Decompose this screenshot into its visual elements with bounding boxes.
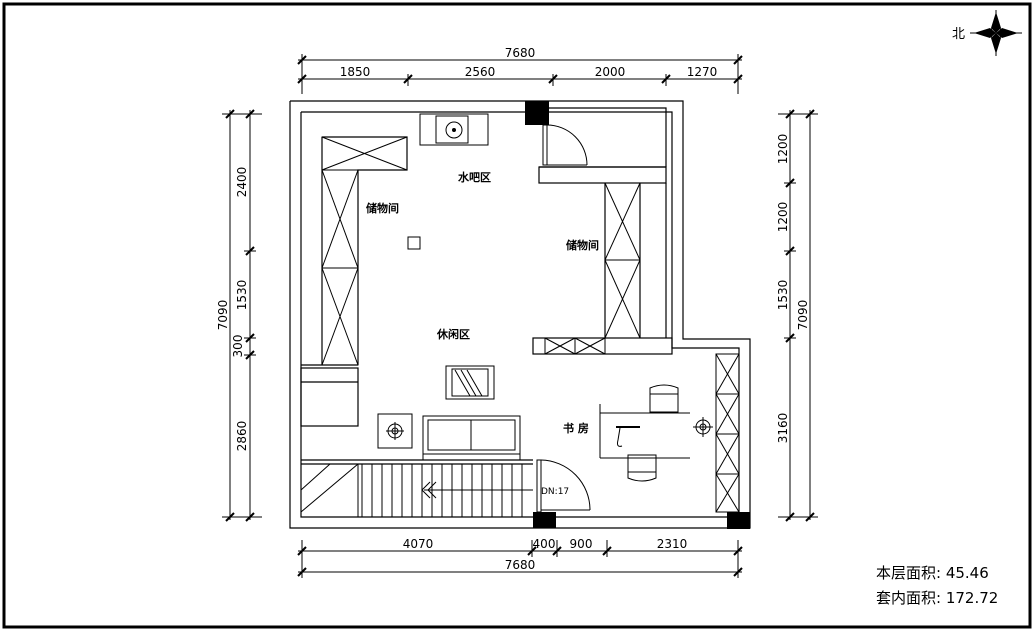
dim-left-seg-3: 300: [231, 335, 245, 358]
dim-left-total: 7090: [216, 300, 230, 331]
dim-left-seg-2: 1530: [235, 280, 249, 311]
dim-top-total: 7680: [505, 46, 536, 60]
dim-top-seg-2: 2560: [465, 65, 496, 79]
dim-bottom-seg-2: 400: [533, 537, 556, 551]
dim-top-seg-1: 1850: [340, 65, 371, 79]
dim-top-seg-3: 2000: [595, 65, 626, 79]
desk-icon: [599, 404, 690, 459]
room-label-lounge: 休闲区: [436, 327, 470, 341]
cabinets: [321, 136, 740, 513]
pillars: [525, 101, 750, 529]
small-column: [407, 236, 421, 250]
dim-right-seg-1: 1200: [776, 134, 790, 165]
dim-left-seg-4: 2860: [235, 421, 249, 452]
dimension-ticks: [225, 55, 815, 577]
walls: [289, 100, 751, 529]
coffee-table-icon: [445, 365, 495, 400]
north-label: 北: [952, 27, 965, 42]
chair-icon: [649, 384, 679, 413]
dim-bottom-seg-3: 900: [570, 537, 593, 551]
stair-label: DN:17: [541, 487, 569, 497]
dimension-lines: [222, 54, 818, 578]
floor-area-text: 本层面积: 45.46: [876, 564, 989, 582]
dim-left-seg-1: 2400: [235, 167, 249, 198]
dim-right-seg-2: 1200: [776, 202, 790, 233]
room-label-study: 书 房: [563, 421, 589, 435]
compass-rose-icon: [970, 10, 1022, 56]
north-indicator: 北: [952, 10, 1022, 56]
room-label-storage-right: 储物间: [566, 238, 599, 252]
staircase: [300, 463, 533, 517]
doors: [536, 124, 591, 513]
side-lamp-icon: [377, 413, 413, 449]
dim-top-seg-4: 1270: [687, 65, 718, 79]
study-lamp-icon: [693, 417, 713, 437]
room-label-storage-left: 储物间: [366, 201, 399, 215]
dim-bottom-seg-4: 2310: [657, 537, 688, 551]
chair-icon: [627, 454, 657, 482]
sink-icon: [419, 113, 489, 146]
sofa-icon: [422, 415, 521, 460]
dim-bottom-total: 7680: [505, 558, 536, 572]
inner-area-text: 套内面积: 172.72: [876, 589, 998, 607]
dim-right-seg-3: 1530: [776, 280, 790, 311]
dim-right-seg-4: 3160: [776, 413, 790, 444]
dim-bottom-seg-1: 4070: [403, 537, 434, 551]
dim-right-total: 7090: [796, 300, 810, 331]
room-label-water-bar: 水吧区: [458, 170, 491, 184]
